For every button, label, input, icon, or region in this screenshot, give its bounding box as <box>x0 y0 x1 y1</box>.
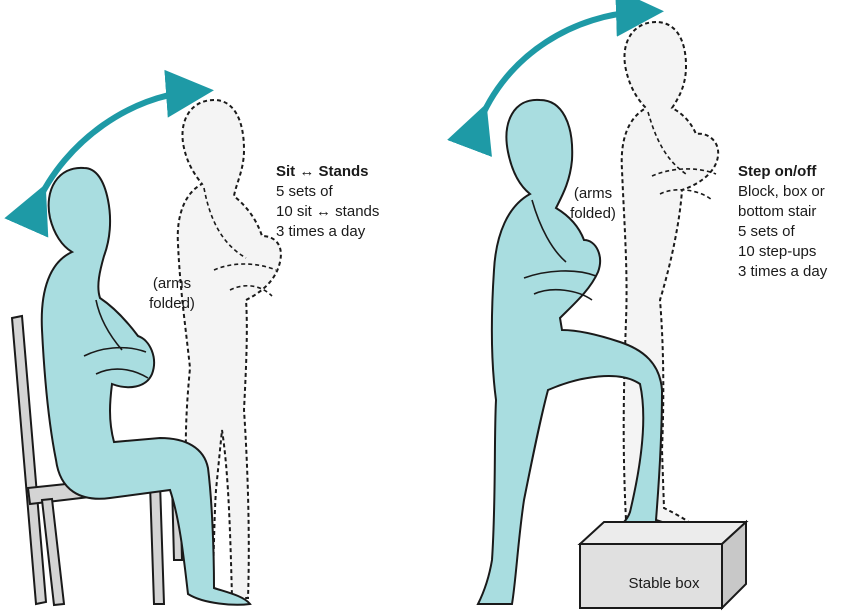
stable-box-label: Stable box <box>629 575 700 592</box>
arms-folded-note-step: (arms folded) <box>570 184 616 224</box>
step-instructions: Step on/off Block, box or bottom stair 5… <box>738 162 827 282</box>
arms-folded-note-sit: (arms folded) <box>149 274 195 314</box>
step-line: 5 sets of <box>738 222 827 242</box>
sit-stand-instructions: Sit ↔ Stands 5 sets of 10 sit ↔ stands 3… <box>276 162 379 242</box>
step-line: 3 times a day <box>738 262 827 282</box>
sit-stand-line: 5 sets of <box>276 182 379 202</box>
stable-box <box>580 522 746 608</box>
step-line: 10 step-ups <box>738 242 827 262</box>
sit-stand-line: 10 sit ↔ stands <box>276 202 379 222</box>
sit-stand-line: 3 times a day <box>276 222 379 242</box>
sit-stand-title: Sit ↔ Stands <box>276 162 379 182</box>
standing-figure-ghost-step <box>622 22 718 536</box>
step-line: bottom stair <box>738 202 827 222</box>
step-title: Step on/off <box>738 162 827 182</box>
step-line: Block, box or <box>738 182 827 202</box>
